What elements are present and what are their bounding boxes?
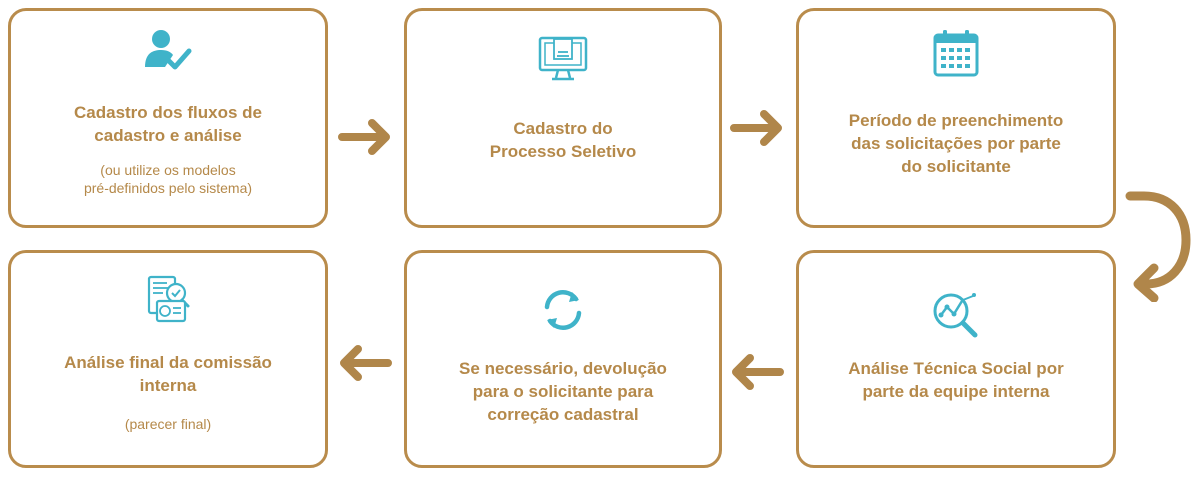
step-title: Cadastro dos fluxos de cadastro e anális… [74, 103, 262, 145]
calendar-icon [933, 30, 979, 77]
step-card-4: Análise final da comissão interna (parec… [8, 250, 328, 468]
document-review-icon [147, 275, 190, 323]
arrow-right-icon [730, 110, 782, 146]
step-card-6: Análise Técnica Social por parte da equi… [796, 250, 1116, 468]
step-card-3: Período de preenchimento das solicitaçõe… [796, 8, 1116, 228]
step-card-1: Cadastro dos fluxos de cadastro e anális… [8, 8, 328, 228]
step-note: (ou utilize os modelos pré-definidos pel… [83, 162, 253, 196]
step-title: Cadastro do Processo Seletivo [489, 119, 637, 161]
user-check-icon [145, 30, 192, 70]
step-title: Se necessário, devolução para o solicita… [459, 359, 667, 424]
curved-arrow-down-icon [1125, 191, 1191, 302]
monitor-icon [538, 36, 588, 81]
step-title: Análise final da comissão interna [64, 353, 272, 395]
step-card-2: Cadastro do Processo Seletivo [404, 8, 722, 228]
step-note: (parecer final) [124, 416, 212, 432]
arrow-left-icon [732, 354, 784, 390]
refresh-icon [544, 290, 582, 330]
step-title: Período de preenchimento das solicitaçõe… [848, 111, 1064, 176]
step-title: Análise Técnica Social por parte da equi… [848, 359, 1064, 401]
arrow-left-icon [340, 345, 392, 381]
analysis-magnifier-icon [933, 293, 978, 338]
step-card-5: Se necessário, devolução para o solicita… [404, 250, 722, 468]
arrow-right-icon [338, 119, 390, 155]
